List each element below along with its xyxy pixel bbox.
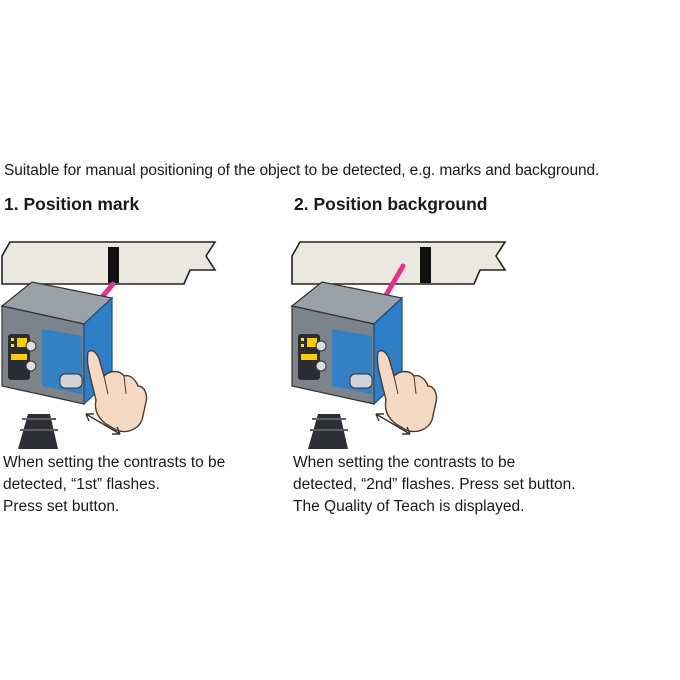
caption-line: Press set button.	[3, 498, 120, 515]
step-1-illustration	[0, 241, 217, 449]
caption-line: detected, “1st” flashes.	[3, 476, 160, 493]
hand-pointer-icon	[376, 350, 438, 433]
step-1-panel: 1. Position mark	[0, 190, 300, 530]
step-1-title: 1. Position mark	[4, 194, 140, 214]
step-2-caption: When setting the contrasts to be detecte…	[293, 452, 673, 518]
step-2-illustration	[290, 241, 507, 449]
caption-line: detected, “2nd” flashes. Press set butto…	[293, 476, 576, 493]
hand-pointer-icon	[86, 350, 148, 433]
sensor-device-icon	[290, 281, 404, 449]
step-2-title: 2. Position background	[294, 194, 488, 214]
intro-text: Suitable for manual positioning of the o…	[4, 162, 600, 179]
caption-line: When setting the contrasts to be	[293, 454, 516, 471]
step-1-caption: When setting the contrasts to be detecte…	[3, 452, 383, 518]
contrast-mark	[420, 247, 431, 283]
caption-line: When setting the contrasts to be	[3, 454, 226, 471]
double-arrow-icon	[375, 413, 411, 435]
material-strip	[291, 241, 507, 285]
material-strip	[1, 241, 217, 285]
contrast-mark	[108, 247, 119, 283]
double-arrow-icon	[85, 413, 121, 435]
step-2-panel: 2. Position background	[290, 190, 590, 530]
caption-line: The Quality of Teach is displayed.	[293, 498, 525, 515]
